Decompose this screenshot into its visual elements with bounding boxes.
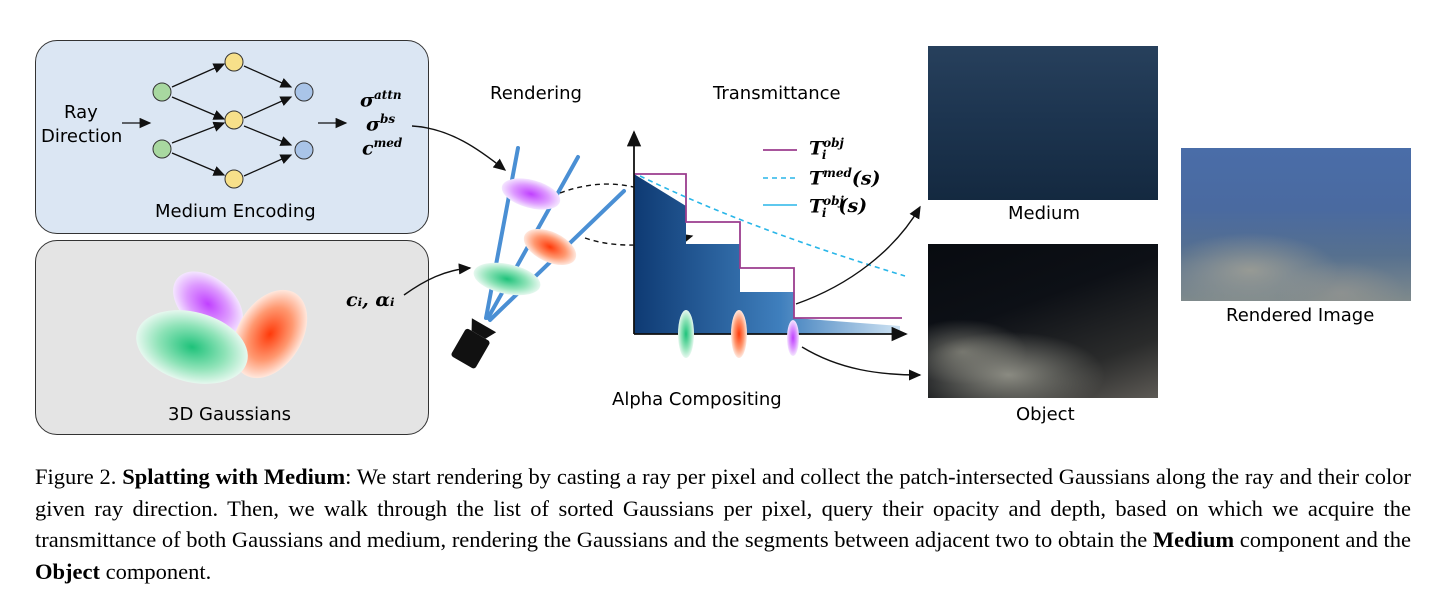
ray-direction-label-2: Direction — [41, 126, 123, 147]
ray-red-gaussian — [523, 228, 577, 266]
gaussians-to-rendering-arrow — [403, 263, 472, 296]
gaussians-title: 3D Gaussians — [168, 404, 291, 425]
legend-obj-label: Tobji — [809, 136, 844, 163]
transmittance-title: Transmittance — [713, 83, 841, 104]
hidden-node — [224, 52, 244, 72]
rendered-image-label: Rendered Image — [1226, 305, 1375, 326]
rendering-title: Rendering — [490, 83, 582, 104]
medium-image-label: Medium — [1008, 203, 1080, 224]
sigma-bs-label: σbs — [366, 112, 396, 136]
chart-green-gaussian — [678, 310, 694, 358]
legend-objs-label: Tobji(s) — [809, 194, 868, 221]
object-image-label: Object — [1016, 404, 1075, 425]
legend-med-label: Tmed(s) — [809, 166, 881, 190]
output-node — [294, 140, 314, 160]
network-edges — [122, 63, 348, 177]
green-gaussian — [136, 310, 248, 384]
rendered-image — [1181, 148, 1411, 301]
to-medium-arrow — [795, 205, 921, 305]
chart-red-gaussian — [731, 310, 747, 358]
c-alpha-label: cᵢ, αᵢ — [346, 289, 395, 311]
object-image — [928, 244, 1158, 398]
medium-image — [928, 46, 1158, 200]
to-object-arrow — [801, 346, 922, 381]
chart-purple-gaussian — [787, 320, 799, 356]
medium-encoding-panel — [35, 40, 429, 234]
input-node — [152, 82, 172, 102]
hidden-node — [224, 110, 244, 130]
c-med-label: cmed — [362, 136, 403, 160]
ray-direction-label-1: Ray — [64, 102, 98, 123]
transmittance-chart — [626, 130, 908, 358]
hidden-node — [224, 169, 244, 189]
medium-encoding-title: Medium Encoding — [155, 201, 316, 222]
transmittance-area — [634, 174, 900, 334]
figure-diagram — [122, 52, 922, 384]
sigma-attn-label: σattn — [360, 88, 402, 112]
alpha-compositing-title: Alpha Compositing — [612, 389, 782, 410]
camera-icon — [451, 318, 497, 369]
red-gaussian — [232, 289, 308, 379]
output-node — [294, 82, 314, 102]
ray-green-gaussian — [473, 262, 541, 296]
input-node — [152, 139, 172, 159]
ray-purple-gaussian — [501, 178, 561, 210]
medium-transmittance-curve — [639, 175, 906, 277]
encoding-to-rendering-arrow — [411, 125, 507, 171]
obj-transmittance-step — [634, 173, 902, 319]
figure-caption: Figure 2. Splatting with Medium: We star… — [35, 464, 1412, 584]
